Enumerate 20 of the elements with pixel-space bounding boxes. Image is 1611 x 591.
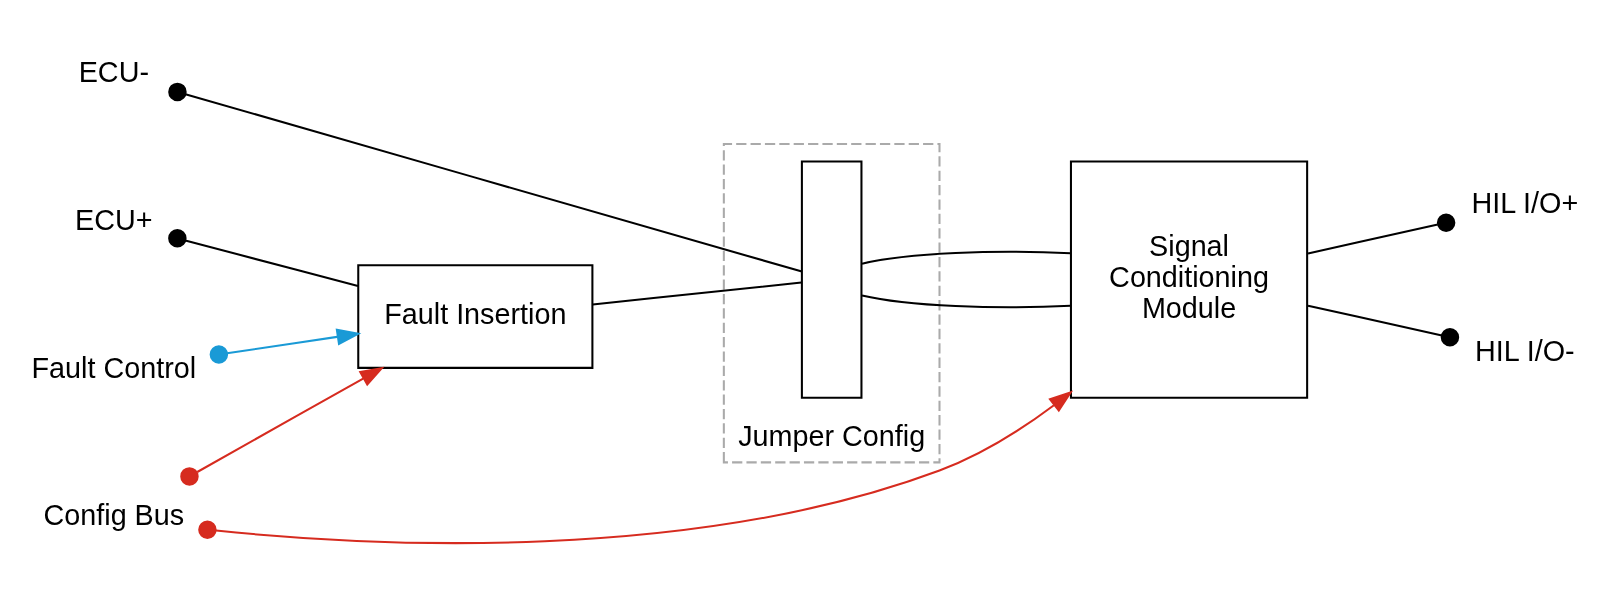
arrow [197, 389, 1073, 544]
connector [167, 228, 358, 287]
node-box: Signal Conditioning Module [1069, 159, 1308, 399]
connector [1307, 304, 1459, 346]
connector [592, 281, 802, 305]
connector [167, 82, 802, 273]
node-text: Fault Control [31, 351, 196, 384]
connector [861, 250, 1071, 265]
node-box [800, 159, 862, 399]
node-text: HIL I/O- [1474, 334, 1575, 367]
connector [1307, 212, 1455, 254]
node-text: Config Bus [43, 498, 184, 531]
node-text: ECU+ [74, 203, 153, 236]
connector [861, 294, 1071, 308]
cluster: Jumper Config [722, 142, 941, 463]
node-text: ECU- [78, 55, 149, 88]
arrow [209, 327, 361, 364]
node-box: Fault Insertion [356, 263, 593, 369]
arrow [179, 366, 384, 486]
node-text: HIL I/O+ [1470, 186, 1578, 219]
